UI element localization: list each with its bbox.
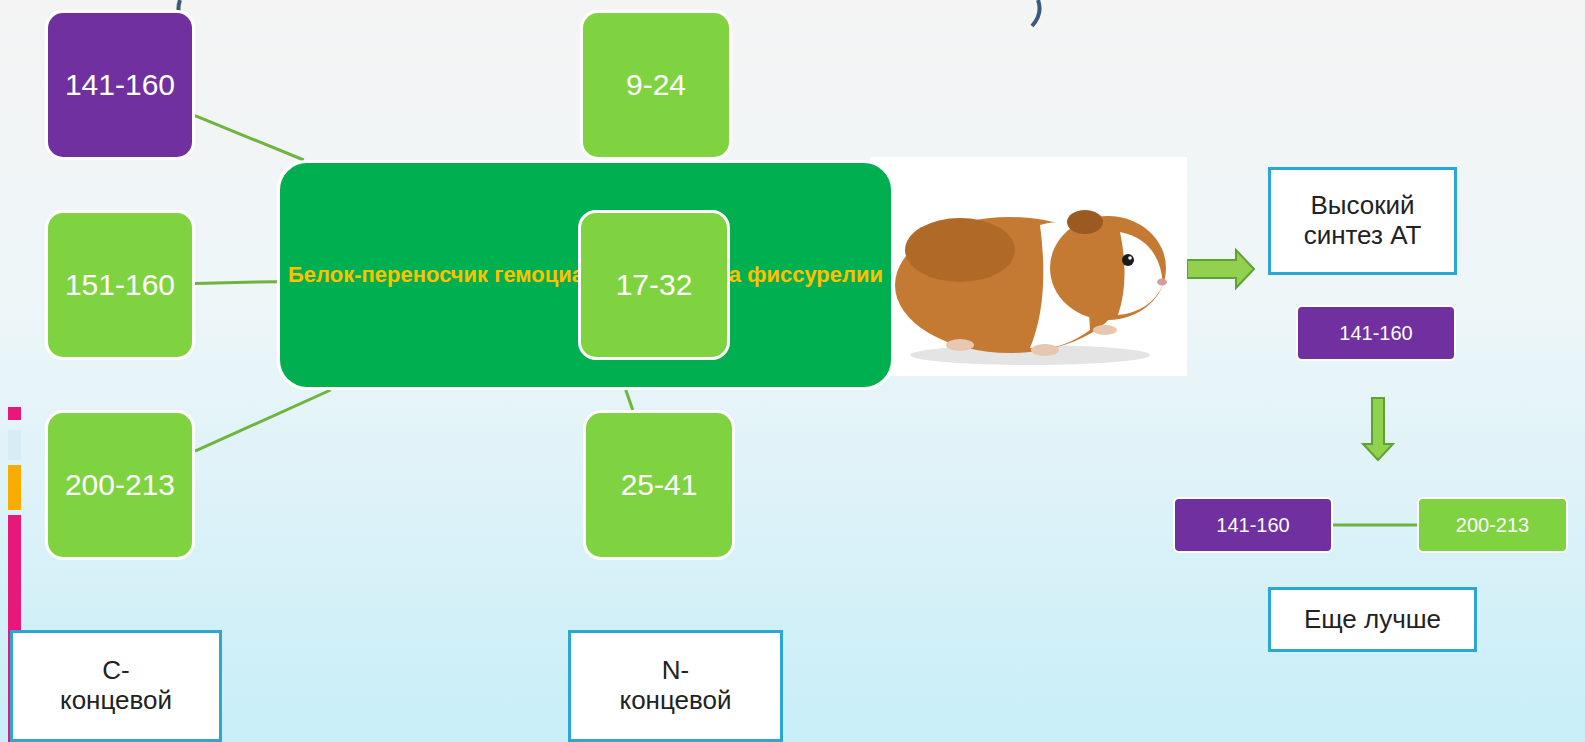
connector-line — [195, 282, 277, 284]
epitope-box: 141-160 — [1173, 497, 1333, 553]
box-text: 200-213 — [1456, 514, 1529, 537]
box-text: 200-213 — [65, 468, 175, 503]
box-text: N- концевой — [611, 656, 741, 716]
result-box: Высокий синтез АТ — [1268, 167, 1457, 275]
epitope-box: 9-24 — [580, 10, 732, 160]
connector-line — [195, 390, 331, 451]
side-bar — [8, 465, 21, 510]
terminus-label-box: C- концевой — [10, 630, 222, 742]
terminus-label-box: N- концевой — [568, 630, 783, 742]
epitope-box: 25-41 — [583, 410, 735, 560]
side-bar — [8, 430, 21, 460]
box-text: Высокий синтез АТ — [1278, 191, 1448, 251]
box-text: 25-41 — [621, 468, 698, 503]
epitope-box: 200-213 — [1417, 497, 1568, 553]
guinea-pig-picture — [870, 157, 1187, 376]
block-arrow — [1363, 398, 1393, 460]
box-text: 141-160 — [1339, 322, 1412, 345]
epitope-box: 200-213 — [45, 410, 195, 560]
epitope-box: 17-32 — [578, 210, 730, 360]
side-bar — [8, 407, 21, 420]
box-text: 151-160 — [65, 268, 175, 303]
connector-line — [1333, 524, 1417, 527]
epitope-box: 141-160 — [45, 10, 195, 160]
epitope-box: 141-160 — [1296, 305, 1456, 361]
result-box: Еще лучше — [1268, 587, 1477, 652]
box-text: 17-32 — [616, 268, 693, 303]
box-text: C- концевой — [51, 656, 181, 716]
connector-line — [626, 390, 633, 410]
connector-line — [195, 116, 304, 160]
box-text: 9-24 — [626, 68, 686, 103]
title-bracket — [1032, 0, 1040, 26]
box-text: 141-160 — [65, 68, 175, 103]
box-text: Еще лучше — [1304, 605, 1441, 635]
epitope-box: 151-160 — [45, 210, 195, 360]
block-arrow — [1187, 250, 1254, 288]
box-text: 141-160 — [1216, 514, 1289, 537]
